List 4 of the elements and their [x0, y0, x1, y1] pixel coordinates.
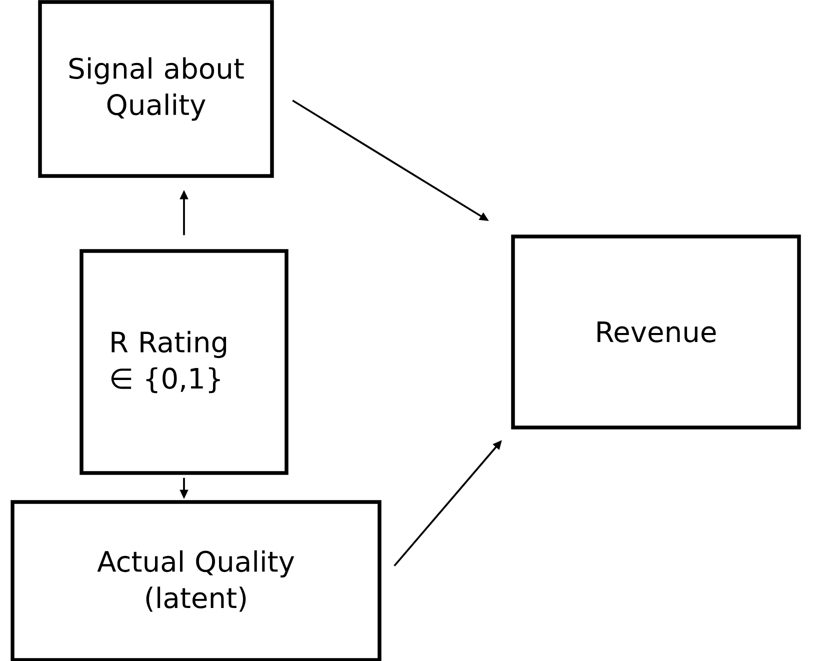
process-box: Signal about Quality: [38, 0, 274, 178]
process-box: R Rating ∈ {0,1}: [80, 249, 288, 475]
process-box: Revenue: [511, 234, 801, 430]
process-box: Actual Quality (latent): [10, 500, 382, 661]
